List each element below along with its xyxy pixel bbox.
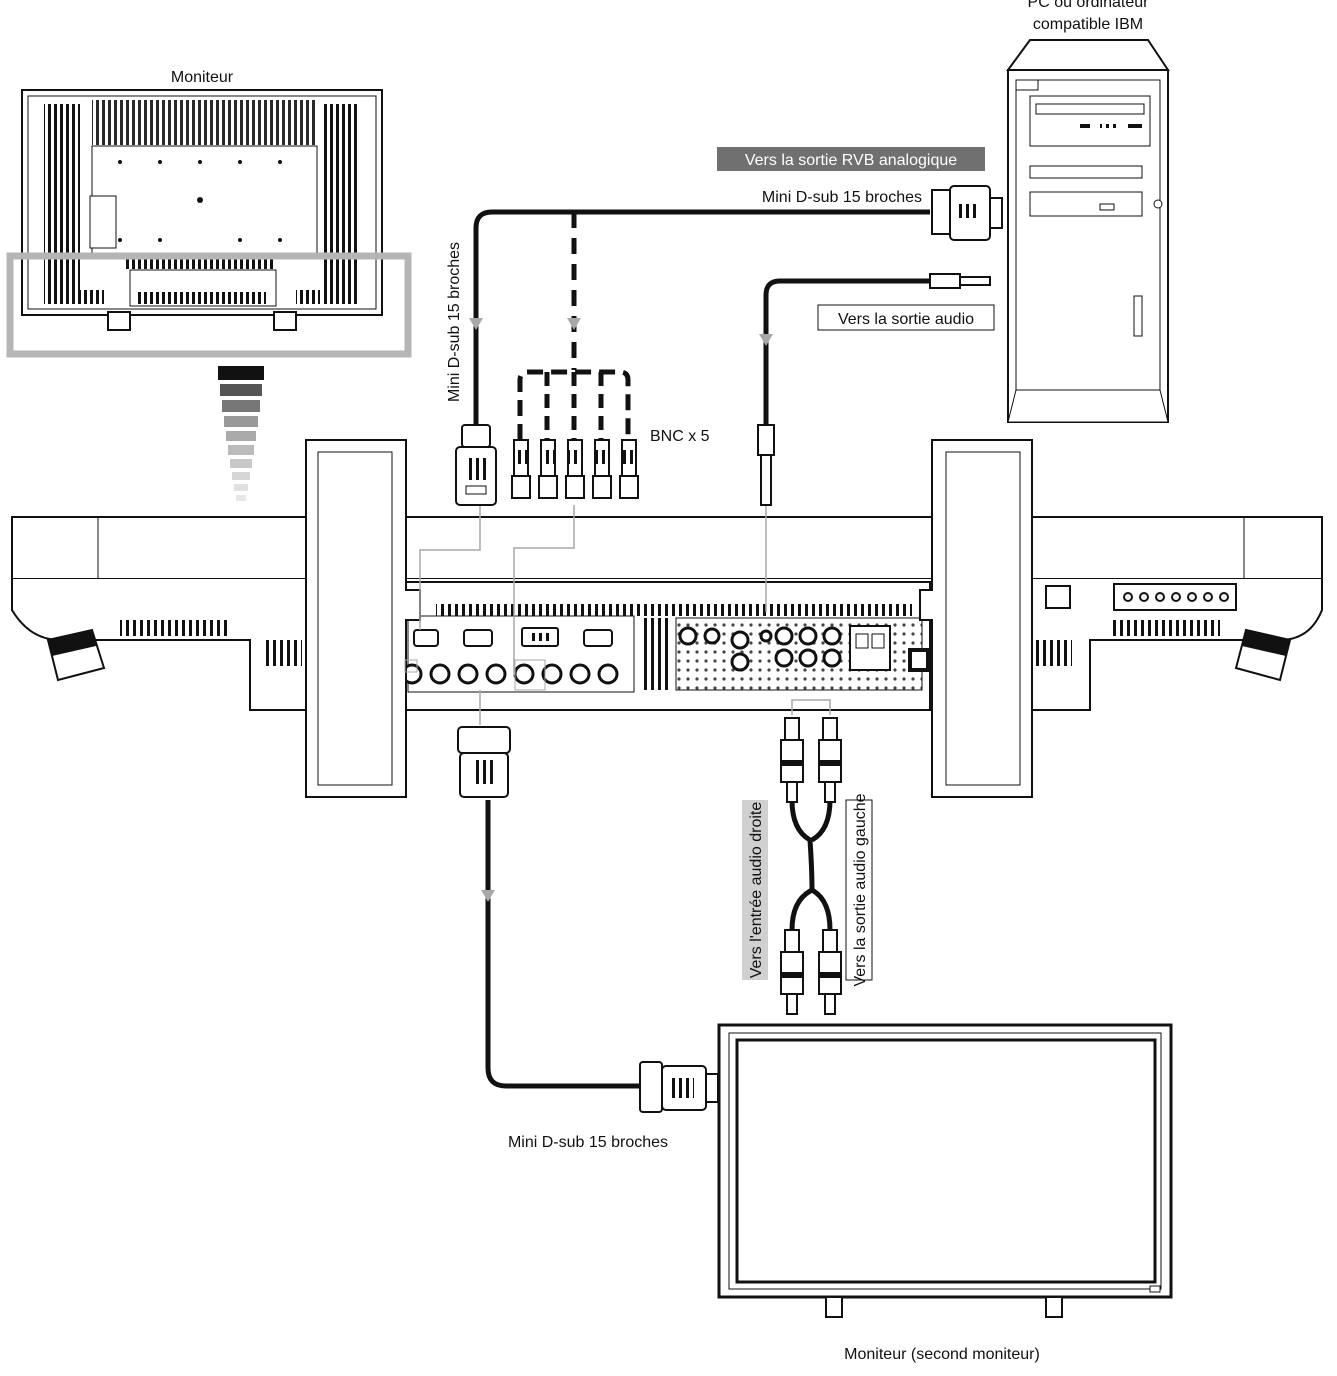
label-dsub-bottom: Mini D-sub 15 broches <box>508 1134 668 1151</box>
monitor-rear-thumbnail <box>21 89 383 331</box>
dsub-plug-top <box>931 185 1003 241</box>
label-audio-in-right: Vers l'entrée audio droite <box>748 802 765 979</box>
label-bnc: BNC x 5 <box>650 428 710 445</box>
rgb-output-box <box>717 147 985 171</box>
audio-jack-pc <box>757 273 991 506</box>
right-bracket <box>919 439 1033 798</box>
dsub-plug-second <box>639 1061 719 1113</box>
port-guide-lines <box>419 505 831 725</box>
label-audio-output: Vers la sortie audio <box>838 311 974 328</box>
label-audio-out-left: Vers la sortie audio gauche <box>852 793 869 986</box>
dsub-plug-lower <box>457 726 511 798</box>
bnc-plugs <box>511 439 639 499</box>
second-monitor <box>717 1023 1173 1318</box>
label-monitor-second: Moniteur (second moniteur) <box>844 1346 1040 1363</box>
label-pc-line2: compatible IBM <box>1033 16 1143 33</box>
left-bracket <box>305 439 421 798</box>
direction-arrows <box>469 318 773 902</box>
dsub-plug-panel <box>455 424 497 506</box>
monitor-rear-panel <box>11 516 1323 711</box>
pc-tower <box>1006 39 1170 423</box>
audio-in-right-box <box>742 800 768 980</box>
label-pc-line1: PC ou ordinateur <box>1028 0 1150 11</box>
label-dsub-vertical: Mini D-sub 15 broches <box>446 242 463 402</box>
rca-y-cable <box>789 799 833 931</box>
zoom-arrow-icon <box>218 366 264 501</box>
zoom-highlight-box <box>6 252 412 358</box>
label-monitor-top: Moniteur <box>171 69 234 86</box>
cables <box>473 209 930 1089</box>
label-dsub-top: Mini D-sub 15 broches <box>762 189 922 206</box>
audio-output-box <box>817 304 995 331</box>
label-rgb-output: Vers la sortie RVB analogique <box>745 152 957 169</box>
audio-out-left-box <box>845 799 873 981</box>
